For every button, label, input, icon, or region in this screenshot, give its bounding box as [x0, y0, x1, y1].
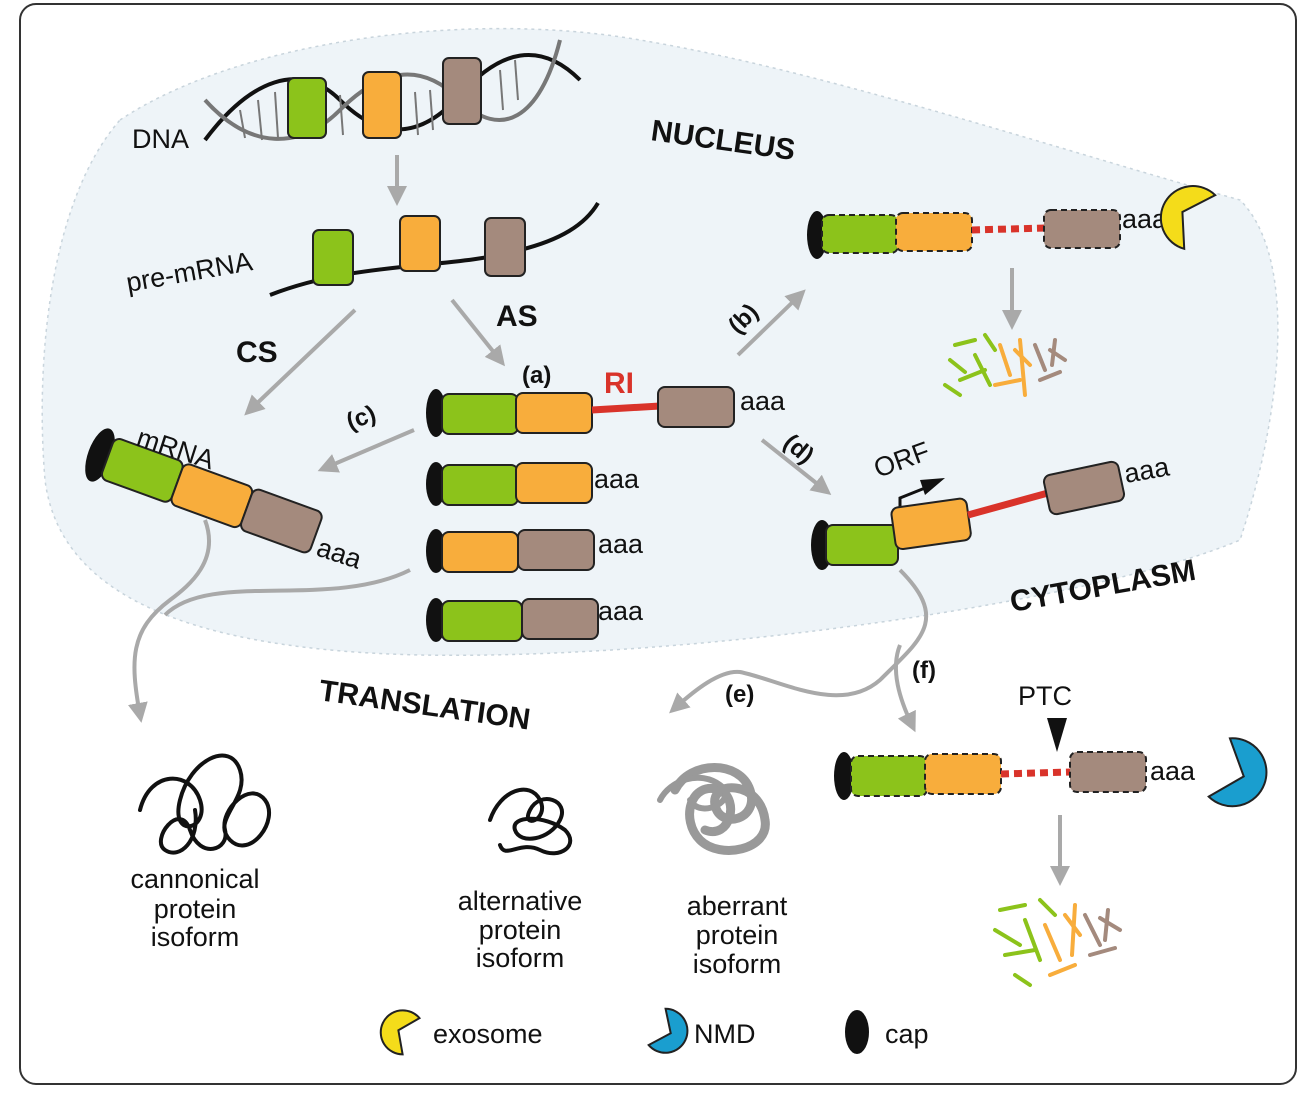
dna-exon-3 — [442, 57, 482, 125]
isoform-2 — [426, 462, 593, 506]
legend-exosome-icon — [379, 1009, 422, 1056]
cs-arrow — [244, 308, 357, 416]
alternative-line-3: isoform — [476, 943, 565, 973]
ptc-arrow-icon — [1047, 718, 1067, 752]
as-arrow — [450, 298, 505, 367]
canonical-line-3: isoform — [151, 922, 240, 952]
exosome-target-mrna — [807, 209, 1121, 259]
canonical-protein-icon — [138, 753, 272, 855]
step-c-arrow — [317, 428, 415, 473]
canonical-line-2: protein — [154, 894, 237, 924]
legend: exosome NMD cap — [379, 1007, 929, 1056]
as-label: AS — [496, 300, 538, 333]
canonical-mrna — [85, 428, 323, 554]
mrna-exon-3 — [240, 488, 323, 554]
alt-merge-curve — [163, 568, 411, 617]
step-f-label: (f) — [912, 657, 936, 684]
orf-arrow-icon — [920, 478, 945, 495]
cap-icon — [834, 752, 854, 800]
canonical-line-1: cannonical — [130, 864, 259, 894]
nucleus-region — [41, 27, 1279, 657]
exosome-icon — [1159, 185, 1217, 251]
pre-mrna — [269, 201, 600, 297]
isoform-4-polya: aaa — [598, 596, 644, 626]
pre-mrna-exon-1 — [312, 229, 354, 286]
ri-translated-mrna — [811, 460, 1126, 570]
legend-cap-label: cap — [885, 1019, 929, 1049]
aberrant-protein-icon — [657, 763, 770, 855]
isoform-4 — [426, 598, 599, 642]
degraded-fragments-exosome — [943, 333, 1067, 397]
alternative-line-2: protein — [479, 915, 562, 945]
legend-cap-icon — [845, 1010, 869, 1054]
ptc-label: PTC — [1018, 681, 1072, 711]
isoform-3 — [426, 529, 595, 573]
aberrant-line-2: protein — [696, 920, 779, 950]
isoform-a-polya: aaa — [740, 386, 786, 416]
degraded-fragments-nmd — [993, 898, 1122, 987]
step-b-arrow — [736, 289, 806, 357]
alternative-protein-icon — [488, 787, 573, 856]
pre-mrna-exon-2 — [399, 215, 441, 272]
ri-label: RI — [604, 367, 634, 400]
nmd-icon — [1207, 737, 1268, 808]
cs-label: CS — [236, 336, 278, 369]
legend-exosome-label: exosome — [433, 1019, 543, 1049]
canonical-translation-arrow — [128, 519, 212, 723]
aberrant-line-3: isoform — [693, 949, 782, 979]
legend-nmd-icon — [647, 1007, 689, 1054]
alternative-line-1: alternative — [458, 886, 583, 916]
step-f-arrow — [893, 644, 916, 733]
dna-exon-2 — [362, 71, 402, 139]
dna-exon-1 — [287, 77, 327, 139]
step-d-arrow — [760, 438, 832, 495]
pre-mrna-exon-3 — [484, 217, 526, 277]
nmd-target-polya: aaa — [1150, 756, 1196, 786]
isoform-2-polya: aaa — [594, 464, 640, 494]
step-e-label: (e) — [725, 681, 754, 708]
cap-icon — [85, 428, 115, 482]
nmd-target-mrna — [834, 751, 1147, 800]
step-a-label: (a) — [522, 362, 551, 389]
dna-label: DNA — [132, 124, 189, 154]
aberrant-line-1: aberrant — [687, 891, 788, 921]
dna-helix — [203, 39, 582, 142]
legend-nmd-label: NMD — [694, 1019, 756, 1049]
step-e-arrow — [669, 568, 929, 714]
isoform-3-polya: aaa — [598, 529, 644, 559]
isoform-a — [426, 386, 735, 437]
